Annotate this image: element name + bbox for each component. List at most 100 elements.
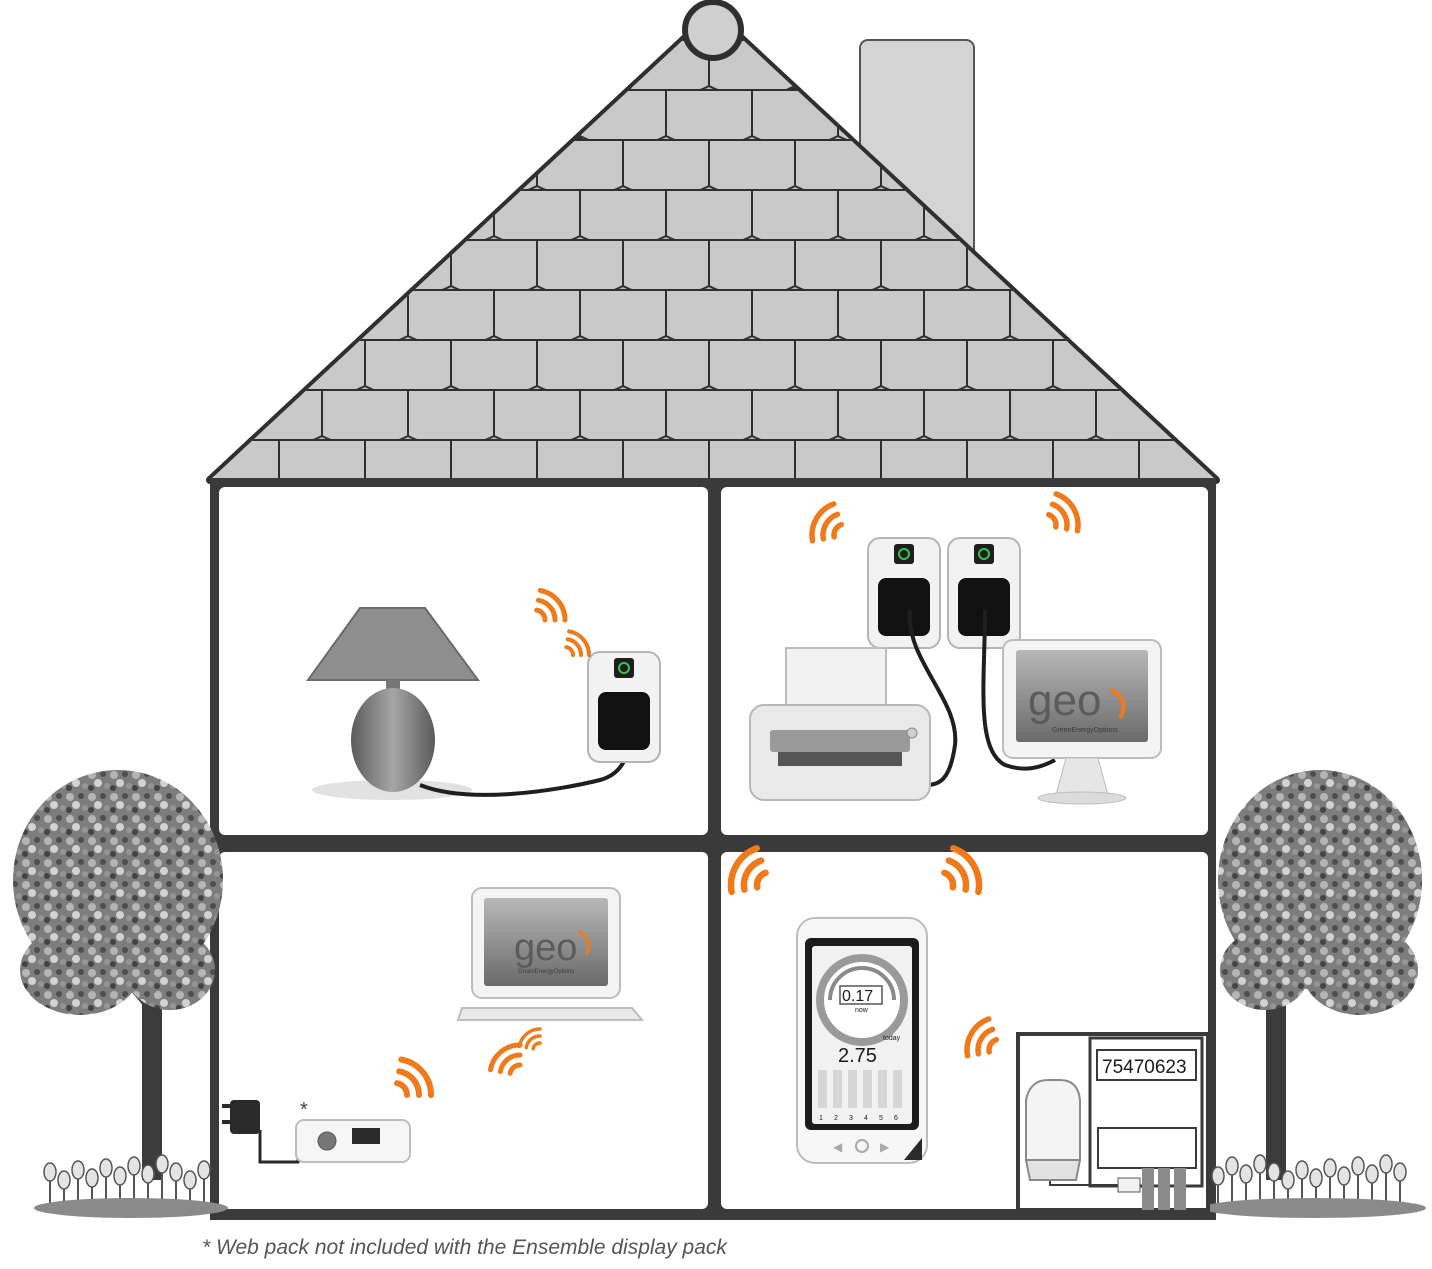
- roof-tile: [210, 339, 280, 398]
- roof-tile: [407, 189, 495, 248]
- roof-tile: [837, 389, 925, 448]
- printer-cable: [907, 609, 958, 787]
- flower: [1281, 1170, 1295, 1190]
- home-button-icon: [855, 1139, 869, 1153]
- roof-tile: [1138, 339, 1216, 398]
- flower: [1295, 1160, 1309, 1180]
- roof-tile: [794, 239, 882, 298]
- display-bar-label: 5: [879, 1115, 883, 1122]
- display-bar: [833, 1070, 842, 1108]
- roof-tile: [966, 239, 1054, 298]
- roof-tile: [278, 439, 366, 480]
- roof-tile: [107, 40, 193, 97]
- roof-tile: [493, 389, 581, 448]
- plug-socket: [598, 692, 650, 750]
- roof-tile: [1138, 239, 1216, 298]
- roof-tile: [579, 389, 667, 448]
- roof-tile: [107, 340, 193, 397]
- display-bar: [863, 1070, 872, 1108]
- flower: [1309, 1168, 1323, 1188]
- roof-tile: [708, 139, 796, 198]
- roof-tile: [107, 240, 193, 297]
- flower: [1225, 1156, 1239, 1176]
- roof-tile: [364, 39, 452, 98]
- roof-tile: [536, 439, 624, 480]
- left-arrow-icon: ◀: [833, 1140, 843, 1154]
- roof-tile: [1138, 139, 1216, 198]
- roof-tile: [536, 139, 624, 198]
- flower: [99, 1158, 113, 1178]
- roof: [107, 0, 1311, 484]
- roof-tile: [210, 139, 280, 198]
- roof-tile: [880, 339, 968, 398]
- roof-tile: [364, 339, 452, 398]
- flower: [141, 1164, 155, 1184]
- roof-tile: [665, 89, 753, 148]
- roof-tile: [210, 189, 237, 248]
- roof-tile: [751, 189, 839, 248]
- roof-tile: [880, 439, 968, 480]
- display-top-value: 0.17: [842, 988, 873, 1005]
- flower: [1379, 1154, 1393, 1174]
- electricity-meter: 75470623: [1016, 1032, 1210, 1212]
- roof-tile: [622, 339, 710, 398]
- roof-tile: [1095, 389, 1183, 448]
- flower: [1323, 1158, 1337, 1178]
- display-bar-label: 3: [849, 1115, 853, 1122]
- roof-tile: [751, 289, 839, 348]
- roof-tile: [1225, 240, 1311, 297]
- roof-tile: [235, 189, 323, 248]
- wireless-signals: [394, 491, 1081, 1099]
- roof-tile: [665, 389, 753, 448]
- roof-tile: [1052, 239, 1140, 298]
- display-bar-label: 6: [894, 1115, 898, 1122]
- roof-tile: [321, 189, 409, 248]
- roof-tile: [210, 289, 237, 348]
- display-bar: [818, 1070, 827, 1108]
- roof-tile: [210, 389, 237, 448]
- footnote: * Web pack not included with the Ensembl…: [202, 1236, 727, 1259]
- roof-tile: [708, 439, 796, 480]
- roof-tile: [1095, 289, 1183, 348]
- display-bar: [893, 1070, 902, 1108]
- monitor-logo-text: geo: [1028, 676, 1101, 725]
- web-pack-asterisk: *: [300, 1099, 308, 1121]
- roof-tile: [966, 339, 1054, 398]
- wifi-signal-icon: [941, 845, 983, 896]
- display-bar-label: 4: [864, 1115, 868, 1122]
- roof-tile: [364, 239, 452, 298]
- roof-tile: [665, 289, 753, 348]
- roof-tile: [794, 339, 882, 398]
- flower: [155, 1154, 169, 1174]
- display-bar: [878, 1070, 887, 1108]
- plug-socket: [958, 578, 1010, 636]
- roof-tile: [923, 289, 1011, 348]
- roof-tile: [278, 239, 366, 298]
- power-button-icon: [614, 658, 634, 678]
- roof-tile: [622, 139, 710, 198]
- roof-tile: [210, 89, 237, 148]
- roof-tile: [579, 189, 667, 248]
- meter-transmitter: [1024, 1079, 1082, 1181]
- wifi-signal-icon: [394, 1056, 435, 1099]
- roof-tile: [278, 39, 366, 98]
- roof-tile: [450, 139, 538, 198]
- laptop-logo-swoosh: [577, 930, 591, 955]
- flower: [1365, 1164, 1379, 1184]
- roof-tile: [235, 89, 323, 148]
- roof-tile: [450, 239, 538, 298]
- wifi-signal-icon: [809, 501, 845, 544]
- laptop-logo-text: geo: [514, 927, 577, 969]
- display-bottom-value: 2.75: [838, 1045, 877, 1067]
- roof-tile: [1181, 289, 1216, 348]
- flower: [127, 1156, 141, 1176]
- roof-tile: [1009, 389, 1097, 448]
- roof-tile: [837, 289, 925, 348]
- flower-bed-left: [34, 1154, 228, 1218]
- flower-bed-right: [1202, 1154, 1426, 1218]
- smart-plug-printer: [867, 537, 941, 649]
- roof-tile: [364, 439, 452, 480]
- roof-tile: [321, 289, 409, 348]
